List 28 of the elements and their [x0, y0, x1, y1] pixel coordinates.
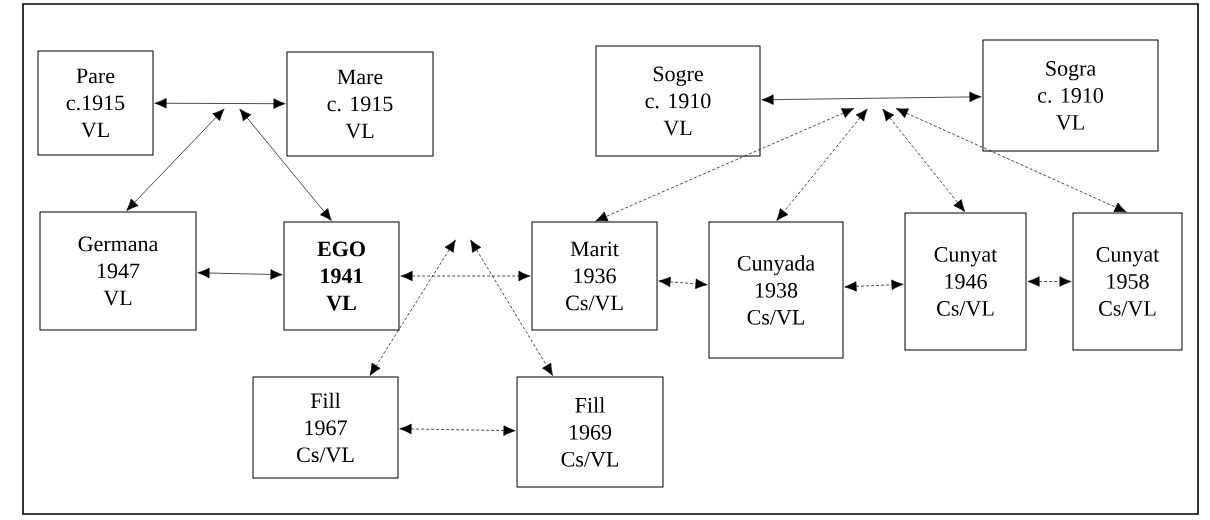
arrow: [595, 108, 855, 222]
arrow: [895, 108, 1127, 213]
person-box: EGO 1941 VL: [283, 221, 400, 331]
arrow: [369, 239, 456, 376]
arrow: [154, 98, 286, 109]
arrow: [882, 108, 966, 212]
arrow: [658, 276, 708, 289]
arrow: [1027, 276, 1072, 287]
arrow: [400, 270, 531, 282]
person-box: Cunyada 1938 Cs/VL: [708, 221, 844, 359]
person-box: Cunyat 1946 Cs/VL: [904, 212, 1027, 351]
arrow: [776, 108, 868, 221]
person-box: Pare c.1915 VL: [37, 50, 154, 156]
person-box: Cunyat 1958 Cs/VL: [1072, 212, 1183, 351]
person-box: Sogra c. 1910 VL: [982, 39, 1159, 152]
person-box: Marit 1936 Cs/VL: [531, 221, 658, 331]
person-box: Fill 1969 Cs/VL: [516, 376, 664, 488]
arrow: [844, 279, 904, 292]
person-box: Mare c. 1915 VL: [286, 51, 434, 157]
arrow: [197, 267, 283, 280]
arrow: [126, 108, 225, 211]
person-box: Germana 1947 VL: [39, 211, 197, 331]
arrow: [239, 108, 332, 221]
arrow: [761, 91, 982, 105]
person-box: Sogre c. 1910 VL: [595, 45, 761, 157]
person-box: Fill 1967 Cs/VL: [252, 376, 399, 479]
arrow: [470, 239, 553, 376]
arrow: [399, 423, 516, 436]
